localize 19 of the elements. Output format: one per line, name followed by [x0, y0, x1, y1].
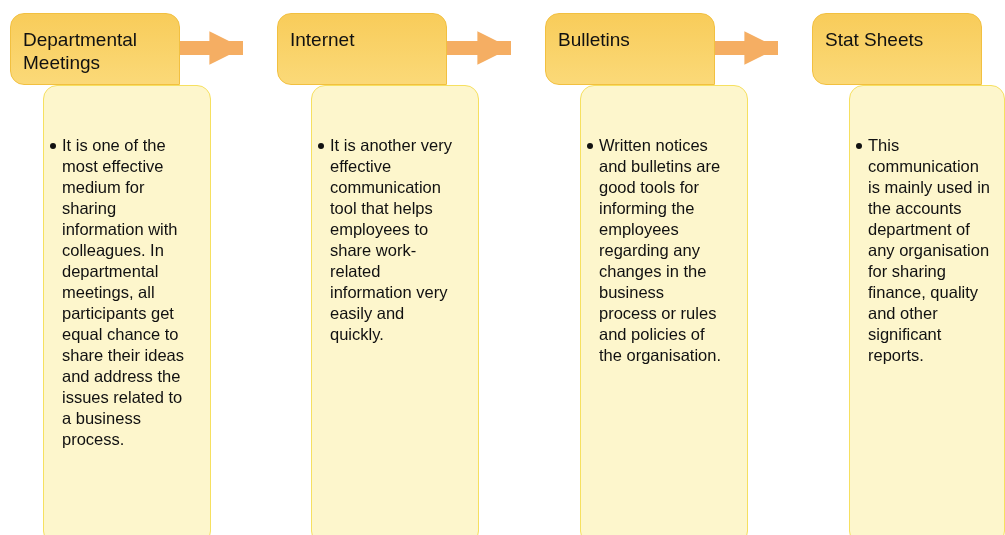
block-arrow	[180, 31, 243, 65]
header-title: Departmental Meetings	[23, 28, 139, 74]
description-card	[580, 85, 748, 535]
bullet-text: This communication is mainly used in the accounts department of any organisation for sharing finance, quality and other significant reports.	[868, 135, 991, 366]
header-card	[277, 13, 447, 85]
bullet-text: It is another very effective communication tool that helps employees to share work-related information very easily and quickly.	[330, 135, 453, 345]
header-title: Bulletins	[558, 28, 631, 51]
bullet-text: Written notices and bulletins are good tools for informing the employees regarding any changes in the business process or rules and policies of the organisation.	[599, 135, 722, 366]
description-card	[43, 85, 211, 535]
header-card	[812, 13, 982, 85]
block-arrow	[715, 31, 778, 65]
bullet-text: It is one of the most effective medium for sharing information with colleagues. In departmental meetings, all participants get equal chance to share their ideas and address the issues related to a business process.	[62, 135, 185, 450]
header-title: Stat Sheets	[825, 28, 925, 51]
description-card	[311, 85, 479, 535]
description-card	[849, 85, 1005, 535]
header-title: Internet	[290, 28, 356, 51]
header-card	[10, 13, 180, 85]
block-arrow	[447, 31, 511, 65]
header-card	[545, 13, 715, 85]
